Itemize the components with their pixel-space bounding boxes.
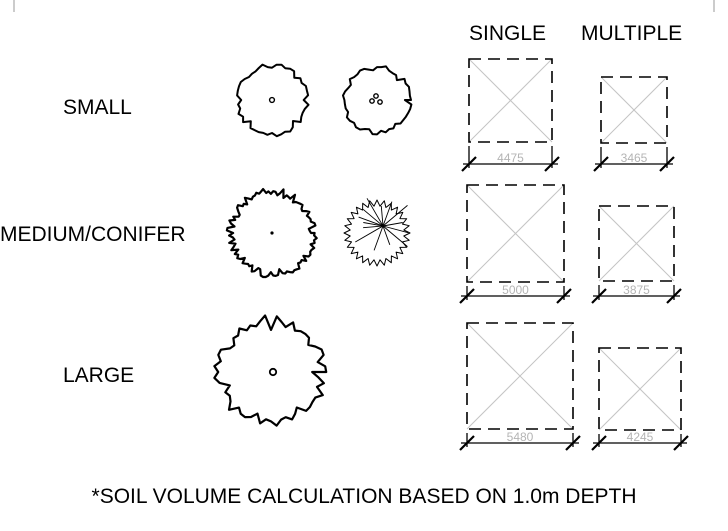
conifer-spoke bbox=[358, 216, 384, 227]
medium-tree-single-symbol bbox=[225, 188, 318, 279]
dimension-label: 5480 bbox=[507, 430, 534, 444]
conifer-spoke bbox=[382, 225, 409, 234]
dimension-tick bbox=[459, 288, 475, 304]
soil-box-outline bbox=[598, 347, 682, 431]
conifer-spoke bbox=[363, 222, 384, 227]
conifer-spoke bbox=[363, 225, 384, 229]
dimension-tick bbox=[659, 156, 675, 172]
conifer-spoke bbox=[380, 206, 384, 227]
dimension-tick bbox=[565, 435, 581, 451]
soil-box-large-multiple: 4245 bbox=[591, 347, 689, 451]
box-diagonal bbox=[466, 184, 565, 283]
conifer-spoke bbox=[366, 198, 384, 227]
conifer-spoke bbox=[382, 225, 391, 245]
conifer-spoke bbox=[382, 205, 408, 227]
dimension-tick bbox=[556, 288, 572, 304]
soil-box-outline bbox=[468, 58, 553, 143]
dimension-label: 3465 bbox=[621, 151, 648, 165]
soil-box-small-single: 4475 bbox=[461, 58, 560, 172]
dimension-tick bbox=[591, 435, 607, 451]
dimension-tick bbox=[666, 288, 682, 304]
soil-box-small-multiple: 3465 bbox=[593, 76, 675, 172]
dimension-label: 4475 bbox=[497, 151, 524, 165]
soil-box-outline bbox=[466, 322, 574, 430]
soil-box-outline bbox=[466, 184, 565, 283]
dimension-tick bbox=[544, 156, 560, 172]
dimension-tick bbox=[673, 435, 689, 451]
soil-volume-boxes: 4475 3465 5000 3875 5480 4245 bbox=[459, 58, 689, 451]
box-diagonal bbox=[598, 347, 682, 431]
soil-box-large-single: 5480 bbox=[459, 322, 581, 451]
row-label-small: SMALL bbox=[63, 96, 132, 119]
row-label-large: LARGE bbox=[63, 364, 134, 387]
conifer-spoke bbox=[382, 201, 393, 227]
dimension-tick bbox=[459, 435, 475, 451]
row-label-medium-conifer: MEDIUM/CONIFER bbox=[0, 223, 186, 246]
conifer-spoke bbox=[362, 208, 384, 227]
conifer-spoke bbox=[382, 222, 403, 227]
box-diagonal bbox=[600, 76, 668, 144]
soil-box-medium-conifer-multiple: 3875 bbox=[591, 205, 682, 304]
soil-box-medium-conifer-single: 5000 bbox=[459, 184, 572, 304]
dimension-tick bbox=[591, 288, 607, 304]
small-tree-multiple-symbol bbox=[342, 65, 413, 136]
footnote: *SOIL VOLUME CALCULATION BASED ON 1.0m D… bbox=[92, 485, 637, 508]
dimension-label: 4245 bbox=[627, 430, 654, 444]
box-diagonal bbox=[598, 205, 675, 282]
dimension-label: 3875 bbox=[623, 283, 650, 297]
box-diagonal bbox=[466, 322, 574, 430]
dimension-tick bbox=[593, 156, 609, 172]
box-diagonal bbox=[468, 58, 553, 143]
soil-box-outline bbox=[600, 76, 668, 144]
conifer-spoke bbox=[382, 225, 408, 247]
conifer-tree-multiple-symbol bbox=[343, 198, 411, 267]
conifer-spoke bbox=[373, 225, 384, 251]
dimension-label: 5000 bbox=[502, 283, 529, 297]
conifer-spoke bbox=[355, 225, 384, 243]
column-heading-single: SINGLE bbox=[469, 22, 546, 45]
column-heading-multiple: MULTIPLE bbox=[581, 22, 682, 45]
large-tree-single-symbol bbox=[213, 314, 328, 427]
dimension-tick bbox=[461, 156, 477, 172]
small-tree-single-symbol bbox=[236, 63, 310, 138]
